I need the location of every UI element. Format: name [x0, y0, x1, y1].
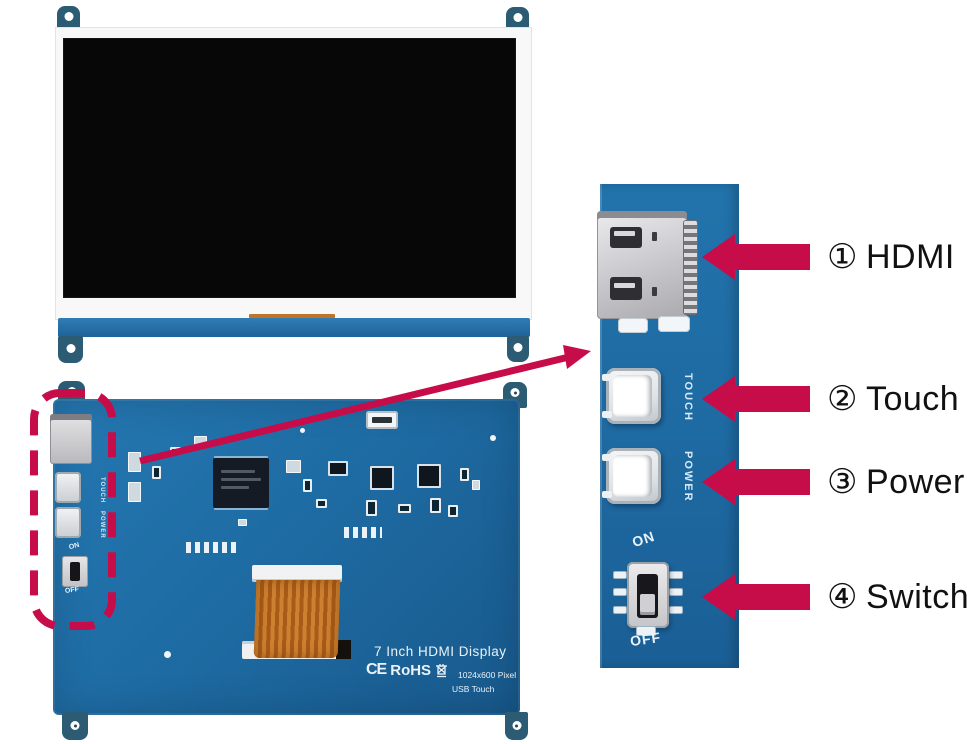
- screw-hole: [512, 721, 521, 730]
- annotation-arrow-icon: [702, 234, 735, 280]
- power-switch-small: [62, 556, 88, 587]
- touch-port-small: [55, 472, 81, 503]
- board-hole: [300, 428, 305, 433]
- inductor-component: [417, 464, 441, 488]
- annotation-number: ②: [827, 380, 858, 418]
- pcb-back: [53, 399, 520, 715]
- hdmi-port-zoomed: [597, 211, 687, 319]
- smd-component: [460, 468, 469, 481]
- screw-hole: [70, 721, 80, 730]
- ffc-stiffener: [336, 640, 351, 659]
- annotation-arrow-body: [735, 244, 810, 270]
- smd-component: [170, 447, 181, 454]
- solder-pad-row: [344, 527, 382, 538]
- board-hole: [164, 651, 171, 658]
- smd-component: [303, 479, 312, 492]
- screw-hole: [67, 387, 76, 396]
- smd-component: [238, 519, 247, 526]
- power-switch-zoomed: [627, 562, 669, 628]
- annotation-arrow-body: [735, 584, 810, 610]
- mounting-tab: [505, 712, 528, 740]
- smd-component: [398, 504, 411, 513]
- smd-component: [448, 505, 458, 517]
- mounting-tab: [506, 7, 529, 33]
- touch-port-label: TOUCH: [682, 373, 694, 422]
- certification-row: CE RoHS: [366, 661, 448, 679]
- touch-port-zoomed: [602, 368, 661, 424]
- silkscreen-product-name: 7 Inch HDMI Display: [374, 644, 507, 659]
- smd-component: [152, 466, 161, 479]
- annotation-label: Switch: [865, 578, 967, 616]
- screw-hole: [64, 12, 73, 21]
- rohs-mark: RoHS: [390, 661, 432, 679]
- ce-mark: CE: [366, 661, 387, 678]
- annotation-arrow-body: [735, 469, 810, 495]
- smd-component: [366, 500, 377, 516]
- screw-hole: [510, 388, 520, 397]
- annotation-arrow-body: [735, 386, 810, 412]
- mounting-tab: [62, 712, 88, 740]
- zoom-callout-arrowhead: [563, 345, 591, 369]
- annotation-number: ④: [827, 578, 858, 616]
- smd-component: [286, 460, 301, 473]
- hdmi-port-small: [50, 414, 92, 464]
- smd-component: [472, 480, 480, 490]
- power-port-label: POWER: [682, 451, 694, 503]
- solder-pad: [618, 318, 648, 333]
- smd-component: [194, 436, 207, 445]
- driver-ic: [213, 458, 269, 508]
- annotation-label: Touch: [865, 380, 960, 418]
- solder-pad: [658, 316, 690, 332]
- annotation-arrow-icon: [702, 459, 735, 505]
- screw-hole: [513, 13, 522, 22]
- annotation-label: HDMI: [865, 238, 955, 276]
- smd-component: [316, 499, 327, 508]
- backlight-button: [366, 411, 398, 429]
- ffc-top-connector: [252, 565, 342, 582]
- board-hole: [490, 435, 496, 441]
- ffc-ribbon-cable: [253, 580, 341, 658]
- pcb-bottom-edge: [58, 318, 530, 337]
- smd-component: [430, 498, 441, 513]
- smd-component: [328, 461, 348, 476]
- hdmi-pins: [684, 221, 697, 314]
- touch-port-silk-label: TOUCH: [99, 477, 105, 504]
- power-port-zoomed: [602, 448, 661, 504]
- annotation-arrow-icon: [702, 376, 735, 422]
- silkscreen-usb-touch: USB Touch: [452, 684, 495, 694]
- screw-hole: [513, 343, 523, 352]
- power-port-small: [55, 507, 81, 538]
- screw-hole: [66, 344, 75, 353]
- silkscreen-resolution: 1024x600 Pixel: [458, 670, 517, 680]
- annotation-arrow-icon: [702, 574, 735, 620]
- annotation-label: Power: [865, 463, 965, 501]
- power-port-silk-label: POWER: [99, 511, 105, 539]
- mounting-tab: [57, 6, 80, 32]
- smd-component: [128, 482, 141, 502]
- annotation-number: ③: [827, 463, 858, 501]
- smd-component: [128, 452, 141, 472]
- solder-pad-row: [186, 542, 236, 553]
- inductor-component: [370, 466, 394, 490]
- weee-bin-icon: [436, 664, 448, 678]
- mounting-tab: [507, 336, 529, 362]
- display-screen: [63, 38, 516, 298]
- annotation-number: ①: [827, 238, 858, 276]
- mounting-tab: [58, 336, 83, 363]
